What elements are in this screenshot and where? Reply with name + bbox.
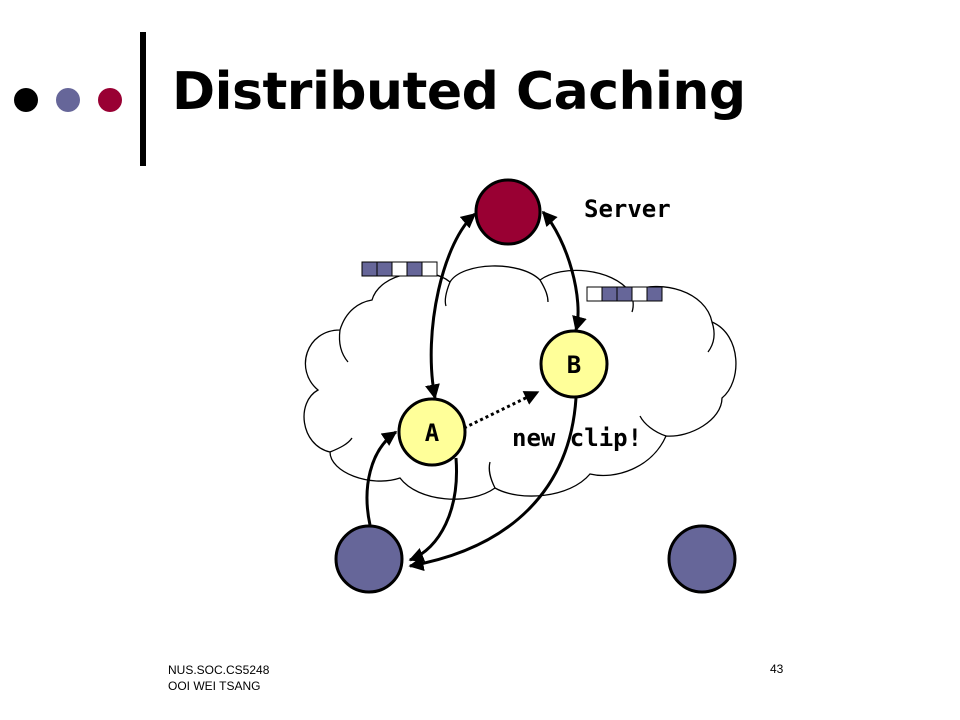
cache-cell bbox=[631, 286, 648, 302]
server-label: Server bbox=[584, 195, 671, 223]
arrow-client-a bbox=[365, 430, 398, 526]
dot-black-icon bbox=[14, 88, 38, 112]
network-cloud bbox=[303, 265, 737, 500]
cache-cell bbox=[421, 261, 438, 277]
cache-cell bbox=[391, 261, 408, 277]
arrow-a-b-dotted bbox=[463, 390, 540, 430]
client-node-right bbox=[667, 524, 737, 594]
footer-course-code: NUS.SOC.CS5248 bbox=[168, 663, 270, 677]
cache-cell bbox=[586, 286, 603, 302]
footer-author: OOI WEI TSANG bbox=[168, 679, 261, 693]
title-divider bbox=[140, 32, 146, 166]
cache-cell bbox=[376, 261, 393, 277]
dot-red-icon bbox=[98, 88, 122, 112]
cache-cell bbox=[406, 261, 423, 277]
arrow-b-client bbox=[408, 397, 578, 571]
client-node-left bbox=[334, 524, 404, 594]
arrow-server-b bbox=[541, 210, 587, 332]
slide-title: Distributed Caching bbox=[172, 62, 746, 122]
page-number: 43 bbox=[770, 662, 784, 676]
cache-bar-b bbox=[586, 286, 663, 302]
dot-purple-icon bbox=[56, 88, 80, 112]
cache-cell bbox=[601, 286, 618, 302]
arrow-a-server bbox=[425, 212, 477, 400]
proxy-a-label: A bbox=[425, 419, 440, 447]
cache-cell bbox=[646, 286, 663, 302]
footer-course: NUS.SOC.CS5248 OOI WEI TSANG bbox=[168, 662, 269, 694]
proxy-b-label: B bbox=[567, 351, 581, 379]
cache-cell bbox=[361, 261, 378, 277]
proxy-node-b bbox=[539, 329, 609, 399]
arrow-a-client bbox=[408, 457, 459, 562]
annotation-new-clip: new clip! bbox=[512, 424, 642, 452]
server-node bbox=[474, 178, 542, 246]
cache-bar-a bbox=[361, 261, 438, 277]
cache-cell bbox=[616, 286, 633, 302]
proxy-node-a bbox=[397, 397, 467, 467]
